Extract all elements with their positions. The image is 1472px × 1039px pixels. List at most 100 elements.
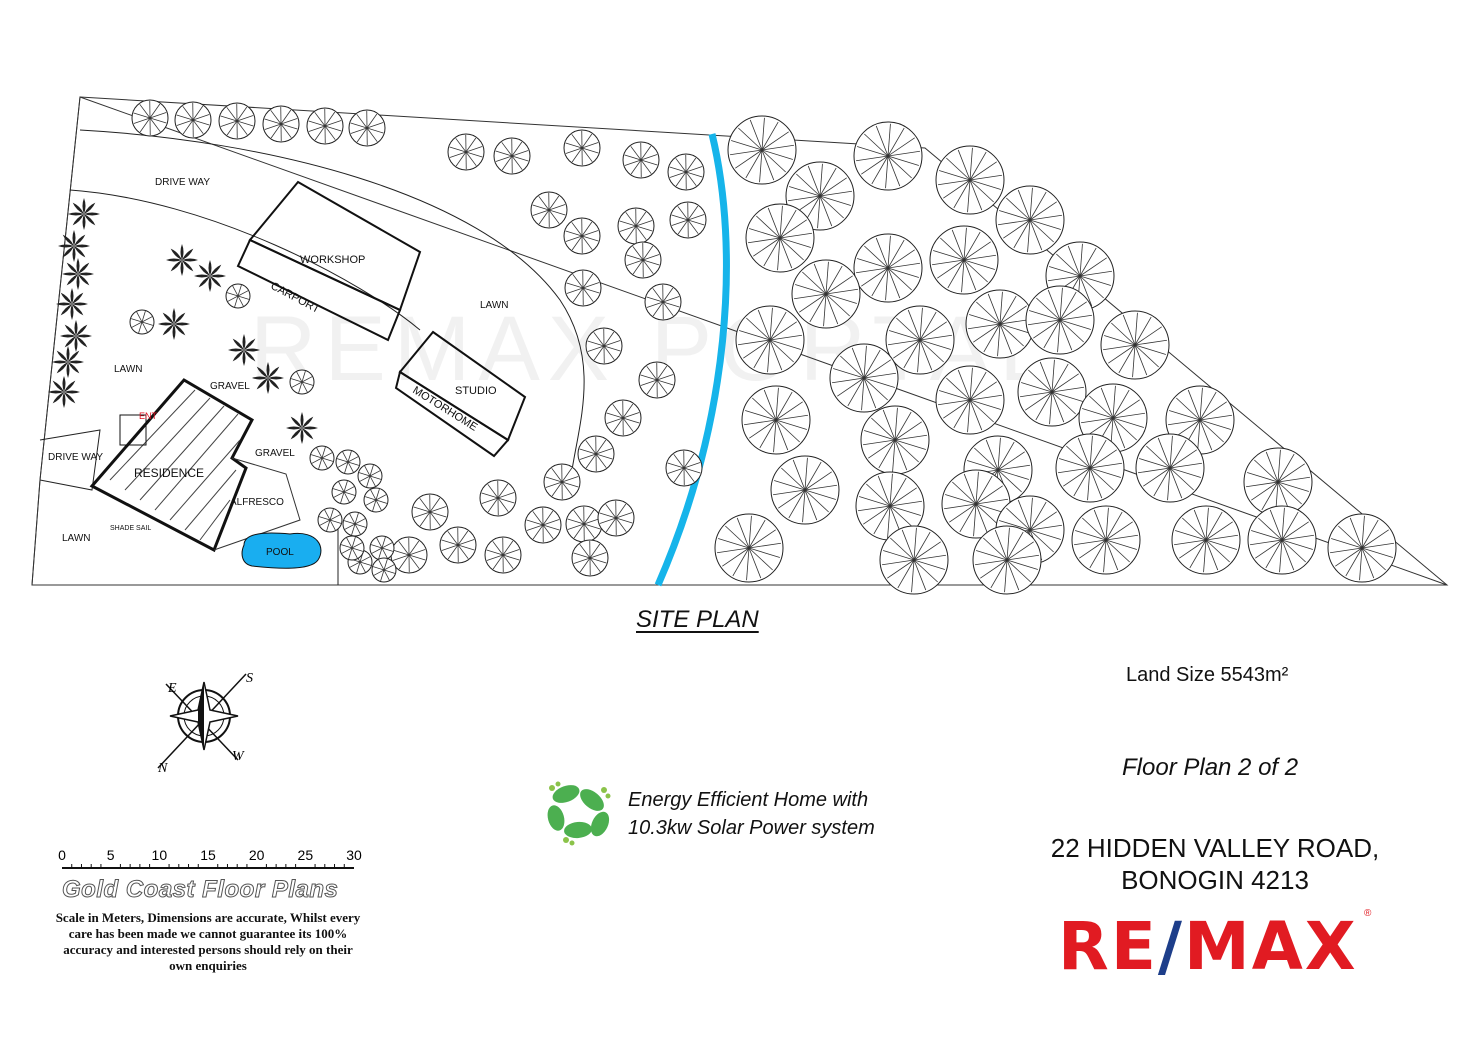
tree-symbol [563,217,601,255]
tree-symbol [131,99,169,137]
scale-tick-label: 0 [58,847,66,863]
tree-symbol [665,449,703,487]
disclaimer-text: Scale in Meters, Dimensions are accurate… [55,910,361,973]
tree-symbol [860,405,930,475]
tree-symbol [571,539,609,577]
logo-slash: / [1157,908,1185,985]
tree-symbol [309,445,335,471]
label-gravel: GRAVEL [210,381,250,392]
tree-symbol [369,535,395,561]
label-lawn-bottom: LAWN [62,533,91,544]
compass-n: N [157,761,168,776]
palm-symbol [158,308,190,340]
tree-symbol [879,525,949,595]
tree-symbol [1025,285,1095,355]
scale-tick-label: 10 [152,847,168,863]
remax-logo: RE/MAX [1058,908,1358,985]
tree-symbol [597,499,635,537]
tree-symbol [348,109,386,147]
tree-symbol [965,289,1035,359]
property-address: 22 HIDDEN VALLEY ROAD, BONOGIN 4213 [1030,832,1400,896]
tree-symbol [1055,433,1125,503]
tree-symbol [604,399,642,437]
address-line-2: BONOGIN 4213 [1121,865,1309,895]
tree-symbol [727,115,797,185]
palm-symbol [166,244,198,276]
tree-symbol [624,241,662,279]
tree-symbol [306,107,344,145]
tree-symbol [342,511,368,537]
studio-motorhome [394,330,527,458]
logo-part-re: RE [1058,908,1158,985]
recycle-footprints-icon [547,781,611,846]
label-workshop: WORKSHOP [300,254,365,266]
palm-symbol [194,260,226,292]
tree-symbol [617,207,655,245]
tree-symbol [714,513,784,583]
tree-symbol [564,269,602,307]
label-entry: ENT [139,411,158,421]
tree-symbol [1100,310,1170,380]
logo-part-max: MAX [1184,908,1358,985]
palm-symbol [228,334,260,366]
tree-symbol [1017,357,1087,427]
site-plan-drawing: REMAX PORTAL DRIVE WAY WORKSHOP CARPORT … [31,96,1449,595]
tree-symbol [493,137,531,175]
tree-symbol [885,305,955,375]
palm-symbol [252,362,284,394]
tree-symbol [363,487,389,513]
palm-symbol [58,230,90,262]
tree-symbol [565,505,603,543]
tree-symbol [735,305,805,375]
tree-symbol [941,469,1011,539]
tree-symbol [770,455,840,525]
palm-symbol [60,320,92,352]
land-size: Land Size 5543m² [1126,664,1289,686]
tree-symbol [935,365,1005,435]
tree-symbol [543,463,581,501]
tree-symbol [585,327,623,365]
tree-symbol [929,225,999,295]
tree-symbol [638,361,676,399]
tree-group [48,99,1397,595]
tree-symbol [995,495,1065,565]
scale-tick-label: 25 [298,847,314,863]
tree-symbol [563,129,601,167]
palm-symbol [48,376,80,408]
compass-w: W [232,749,245,764]
tree-symbol [218,102,256,140]
tree-symbol [262,105,300,143]
creek [654,133,730,587]
tree-symbol [1135,433,1205,503]
tree-symbol [289,369,315,395]
palm-symbol [286,412,318,444]
tree-symbol [577,435,615,473]
site-plan-title: SITE PLAN [636,606,759,633]
tree-symbol [935,145,1005,215]
label-shade-sail: SHADE SAIL [110,525,151,532]
tree-symbol [524,506,562,544]
scale-tick-label: 15 [200,847,216,863]
tree-symbol [357,463,383,489]
label-drive-way-left: DRIVE WAY [48,452,103,463]
compass-s: S [246,671,253,686]
compass-e: E [167,681,177,696]
tree-symbol [1247,505,1317,575]
tree-symbol [479,479,517,517]
address-line-1: 22 HIDDEN VALLEY ROAD, [1050,833,1380,863]
tree-symbol [530,191,568,229]
palm-symbol [56,288,88,320]
tree-symbol [853,121,923,191]
floor-plan-page: Floor Plan 2 of 2 [1122,754,1299,781]
tree-symbol [791,259,861,329]
tree-symbol [741,385,811,455]
palm-symbol [68,198,100,230]
tree-symbol [622,141,660,179]
tree-symbol [995,185,1065,255]
scale-tick-label: 30 [346,847,362,863]
tree-symbol [339,535,365,561]
workshop [236,180,422,342]
label-drive-way: DRIVE WAY [155,177,210,188]
energy-line-2: 10.3kw Solar Power system [628,817,875,839]
